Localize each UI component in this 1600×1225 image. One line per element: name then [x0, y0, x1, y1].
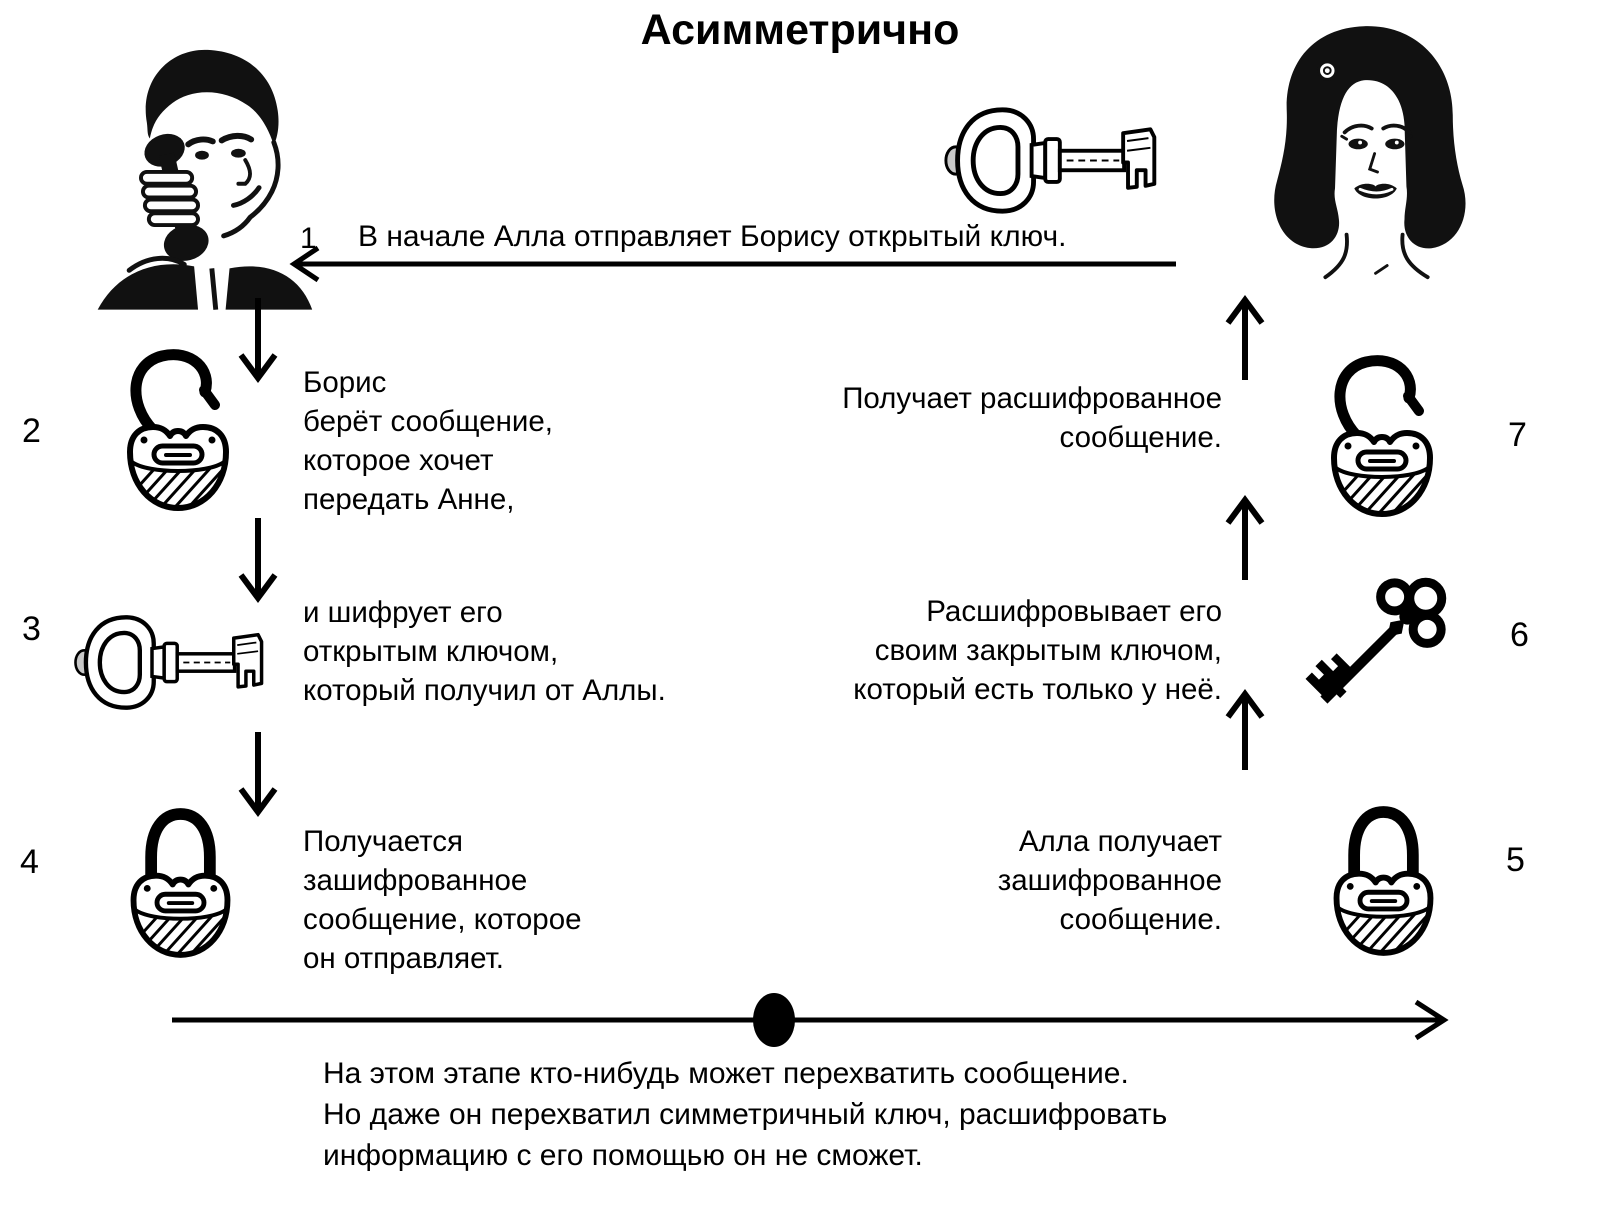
open-padlock-icon	[108, 342, 248, 527]
footnote: На этом этапе кто-нибудь может перехвати…	[323, 1057, 1168, 1172]
public-key-icon	[72, 610, 272, 715]
page-title: Асимметрично	[640, 6, 960, 54]
arrow-down-icon	[238, 298, 278, 384]
step-number: 3	[22, 610, 41, 648]
arrow-up-icon	[1225, 494, 1265, 580]
interception-dot	[753, 993, 795, 1047]
step-text: Борис берёт сообщение, которое хочет пер…	[303, 366, 554, 516]
arrow-down-icon	[238, 518, 278, 604]
public-key-icon	[942, 102, 1166, 219]
arrow-down-icon	[238, 732, 278, 818]
arrow-up-icon	[1225, 294, 1265, 380]
step-text: В начале Алла отправляет Борису открытый…	[358, 220, 1067, 253]
arrow-left-icon	[289, 245, 1176, 283]
step-text: Алла получает зашифрованное сообщение.	[997, 825, 1222, 936]
closed-padlock-icon	[112, 792, 249, 974]
timeline-arrow	[172, 993, 1449, 1047]
step-number: 1	[300, 222, 317, 255]
step-text: и шифрует его открытым ключом, который п…	[303, 596, 666, 707]
step-number: 2	[22, 412, 41, 450]
private-key-icon	[1272, 552, 1472, 752]
step-number: 4	[20, 843, 39, 881]
step-text: Получается зашифрованное сообщение, кото…	[303, 825, 582, 975]
step-number: 6	[1510, 616, 1529, 654]
step-text: Получает расшифрованное сообщение.	[842, 382, 1222, 454]
arrow-up-icon	[1225, 688, 1265, 770]
step-number: 5	[1506, 841, 1525, 879]
open-padlock-icon	[1312, 348, 1452, 533]
step-number: 7	[1508, 416, 1527, 454]
closed-padlock-icon	[1315, 790, 1452, 972]
step-text: Расшифровывает его своим закрытым ключом…	[853, 595, 1222, 706]
vintage-woman-icon	[1252, 12, 1474, 302]
